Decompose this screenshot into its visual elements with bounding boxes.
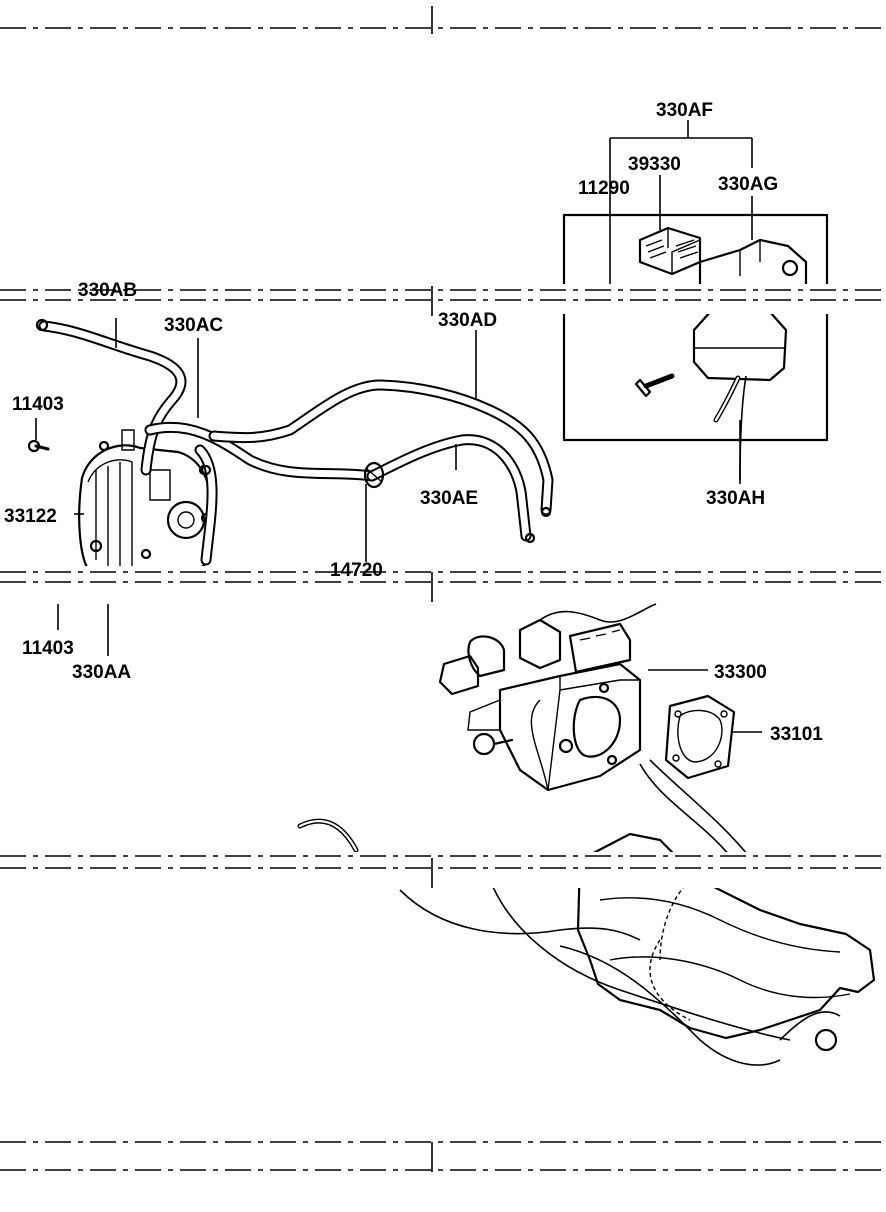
label-330AA: 330AA [72, 662, 131, 683]
hose-330AC [144, 421, 378, 482]
label-330AB: 330AB [78, 280, 137, 301]
label-330AC: 330AC [164, 315, 223, 336]
hose-330AD [208, 379, 554, 516]
label-33122: 33122 [4, 506, 57, 527]
gasket-33101 [664, 694, 736, 780]
mixer-33300 [438, 603, 657, 792]
clamp-14720 [363, 461, 385, 489]
label-11403-top: 11403 [12, 394, 64, 415]
label-33300: 33300 [714, 662, 767, 683]
relay-kit-frame [562, 213, 829, 442]
label-14720: 14720 [330, 560, 383, 581]
label-33101: 33101 [770, 724, 823, 745]
relay-connector [638, 226, 702, 276]
tank-assembly [297, 759, 876, 1066]
bolt-11290 [634, 373, 675, 398]
label-330AG: 330AG [718, 174, 778, 195]
label-11403-bottom: 11403 [22, 638, 74, 659]
screw-11403-top [27, 439, 50, 453]
label-39330: 39330 [628, 154, 681, 175]
label-330AF: 330AF [656, 100, 713, 121]
label-330AD: 330AD [438, 310, 497, 331]
scan-seams [0, 6, 886, 1174]
label-330AH: 330AH [706, 488, 765, 509]
leader-lines [35, 318, 762, 733]
part-labels: 330AF 39330 11290 330AG 330AB 330AC 330A… [4, 100, 823, 745]
label-11290: 11290 [578, 178, 630, 199]
label-330AE: 330AE [420, 488, 478, 509]
hose-330AE [194, 434, 532, 566]
